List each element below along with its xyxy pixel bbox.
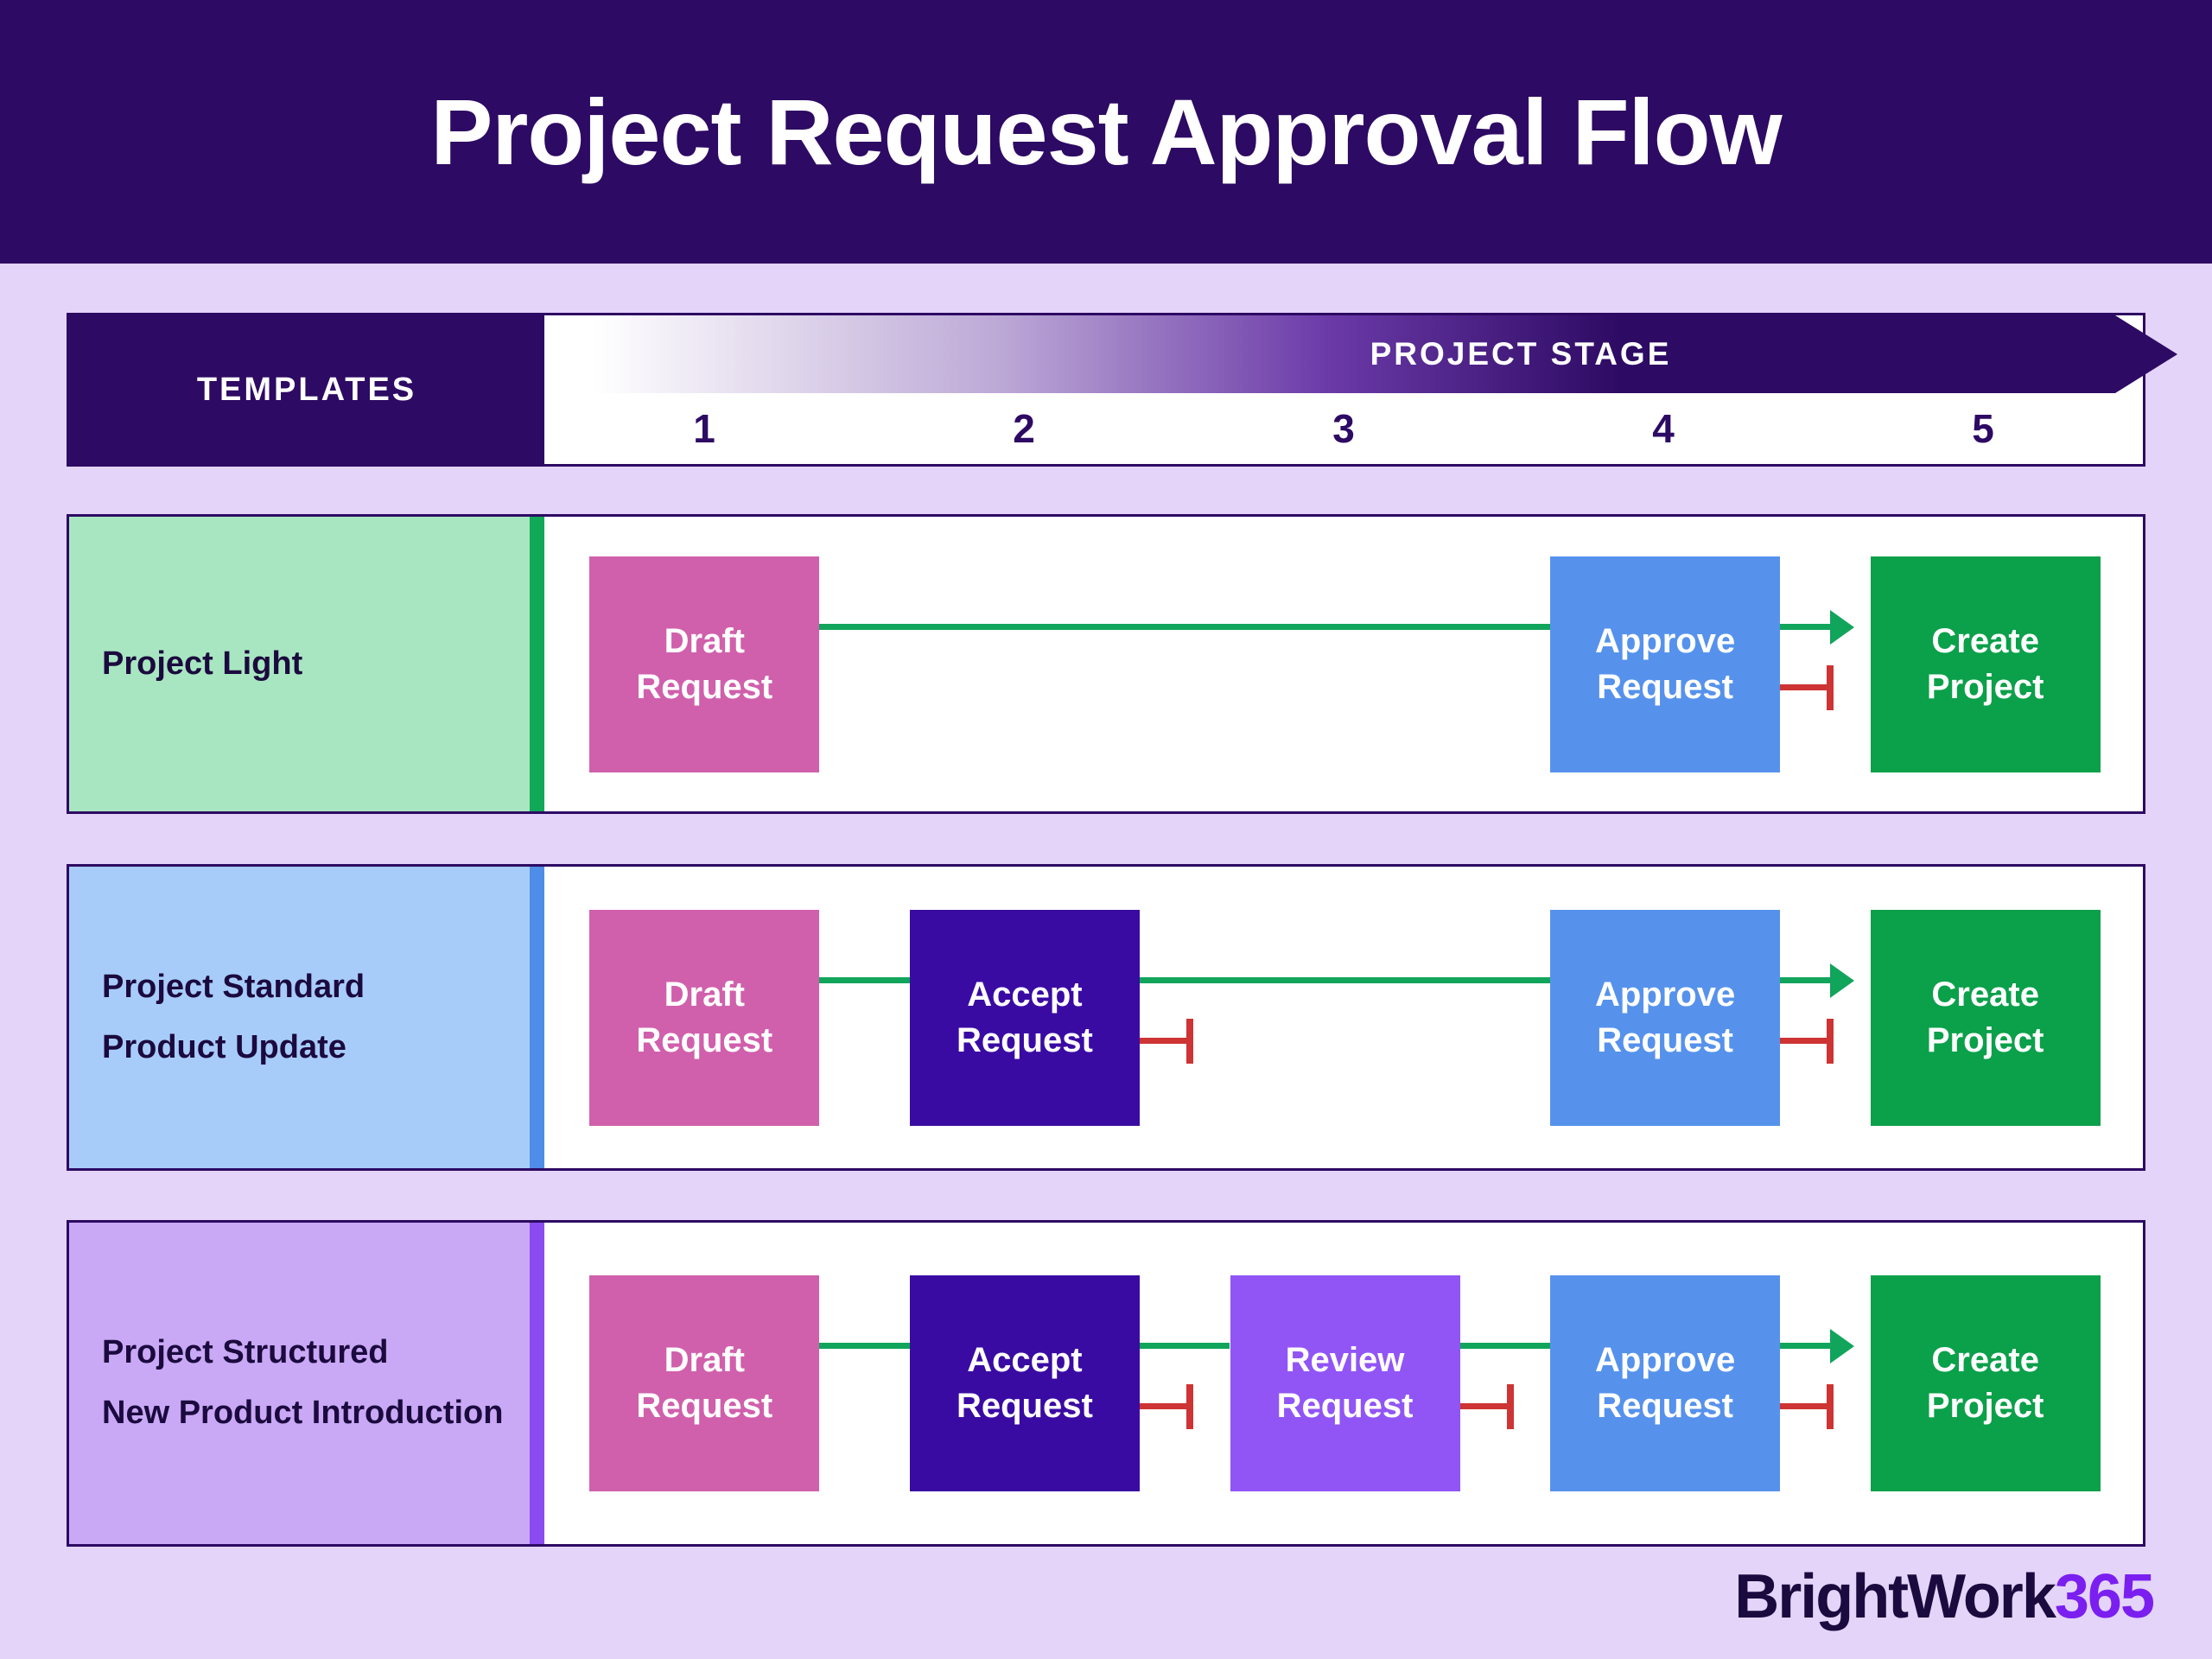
stage-number-4: 4 bbox=[1652, 406, 1675, 451]
row-label-cell: Project Light bbox=[69, 517, 544, 811]
flow-node-label-top: Draft bbox=[664, 975, 745, 1014]
row-label-line-1: Project Standard bbox=[102, 968, 365, 1005]
row-accent-bar bbox=[530, 867, 544, 1168]
flow-node-label-top: Create bbox=[1931, 621, 2039, 660]
connector-approve-line bbox=[1139, 977, 1551, 983]
flow-node-label-bottom: Project bbox=[1926, 1021, 2044, 1059]
connector-reject-stop-icon bbox=[1827, 1384, 1834, 1429]
connector-approve-arrow-shaft bbox=[1780, 624, 1830, 630]
stage-number-5: 5 bbox=[1972, 406, 1994, 451]
connector-approve-arrow-shaft bbox=[1780, 977, 1830, 983]
connector-reject-line bbox=[1459, 1403, 1507, 1409]
connector-reject-stop-icon bbox=[1827, 665, 1834, 710]
table-header-row: TEMPLATES PROJECT STAGE 1 2 3 4 5 bbox=[67, 313, 2145, 467]
connector-reject-stop-icon bbox=[1506, 1384, 1514, 1429]
logo-brand-text: BrightWork bbox=[1734, 1562, 2056, 1631]
flow-node-label-bottom: Request bbox=[1276, 1387, 1414, 1425]
row-label-line-2: New Product Introduction bbox=[102, 1395, 504, 1431]
row-label-line-2: Product Update bbox=[102, 1028, 346, 1065]
stage-number-2: 2 bbox=[1013, 406, 1035, 451]
flow-node-label-bottom: Request bbox=[956, 1021, 1093, 1059]
row-label-line-1: Project Structured bbox=[102, 1334, 389, 1371]
stage-number-row: 1 2 3 4 5 bbox=[544, 393, 2143, 464]
flow-node-label-top: Approve bbox=[1594, 1340, 1736, 1379]
flow-node-label-top: Review bbox=[1285, 1340, 1405, 1379]
connector-approve-line bbox=[1459, 1343, 1551, 1349]
connector-approve-arrowhead-icon bbox=[1829, 963, 1854, 998]
connector-reject-line bbox=[1139, 1403, 1187, 1409]
project-stage-arrow: PROJECT STAGE bbox=[544, 315, 2177, 393]
logo-suffix-text: 365 bbox=[2054, 1562, 2155, 1631]
flow-node-label-bottom: Request bbox=[1597, 1021, 1733, 1059]
connector-approve-line bbox=[819, 977, 910, 983]
connector-reject-line bbox=[1139, 1038, 1187, 1044]
flow-node-label-top: Create bbox=[1931, 975, 2039, 1014]
flow-node-label-top: Accept bbox=[967, 975, 1083, 1014]
flow-node-label-top: Approve bbox=[1594, 621, 1736, 660]
flow-node-label-bottom: Request bbox=[956, 1387, 1093, 1425]
flow-node-label-bottom: Request bbox=[636, 1021, 773, 1059]
connector-approve-line bbox=[819, 1343, 910, 1349]
flow-node-label-bottom: Project bbox=[1926, 1387, 2044, 1425]
flow-node-label-bottom: Request bbox=[1597, 668, 1733, 706]
connector-approve-line bbox=[819, 624, 1551, 630]
connector-reject-line bbox=[1780, 684, 1827, 690]
connector-reject-line bbox=[1780, 1403, 1827, 1409]
flow-node-label-top: Approve bbox=[1594, 975, 1736, 1014]
stage-number-3: 3 bbox=[1332, 406, 1355, 451]
flow-node-label-top: Draft bbox=[664, 621, 745, 660]
flow-node-label-bottom: Project bbox=[1926, 668, 2044, 706]
flow-node-label-bottom: Request bbox=[1597, 1387, 1733, 1425]
connector-reject-stop-icon bbox=[1186, 1384, 1194, 1429]
flow-node-label-top: Draft bbox=[664, 1340, 745, 1379]
connector-reject-line bbox=[1780, 1038, 1827, 1044]
row-accent-bar bbox=[530, 517, 544, 811]
connector-reject-stop-icon bbox=[1186, 1019, 1194, 1064]
page-title: Project Request Approval Flow bbox=[430, 79, 1782, 184]
brightwork365-logo: BrightWork365 bbox=[1734, 1566, 2155, 1628]
stage-number-1: 1 bbox=[693, 406, 715, 451]
flow-node-label-bottom: Request bbox=[636, 1387, 773, 1425]
row-accent-bar bbox=[530, 1223, 544, 1544]
connector-approve-arrowhead-icon bbox=[1829, 1329, 1854, 1363]
flow-node-label-top: Create bbox=[1931, 1340, 2039, 1379]
connector-approve-arrow-shaft bbox=[1780, 1343, 1830, 1349]
row-label-line-1: Project Light bbox=[102, 645, 303, 682]
connector-approve-line bbox=[1139, 1343, 1230, 1349]
connector-approve-arrowhead-icon bbox=[1829, 610, 1854, 645]
project-stage-label: PROJECT STAGE bbox=[1370, 336, 1672, 372]
title-banner: Project Request Approval Flow bbox=[0, 0, 2212, 264]
connector-reject-stop-icon bbox=[1827, 1019, 1834, 1064]
flow-node-label-bottom: Request bbox=[636, 668, 773, 706]
flow-node-label-top: Accept bbox=[967, 1340, 1083, 1379]
templates-header-cell: TEMPLATES bbox=[69, 315, 544, 464]
